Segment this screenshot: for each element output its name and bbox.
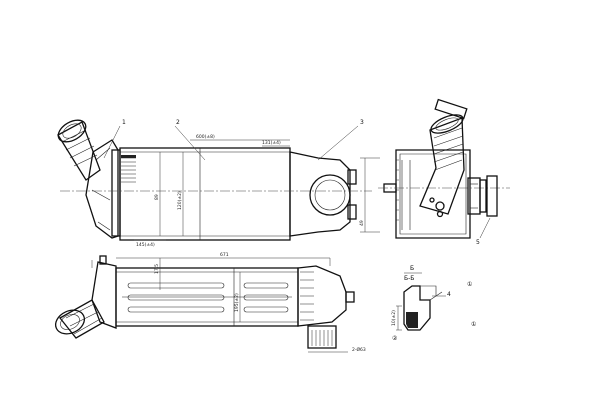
dim-height-main: 120(±2): [177, 191, 183, 210]
section-detail: [396, 272, 446, 331]
section-mark: Б: [410, 265, 414, 272]
callout-3: 3: [360, 119, 364, 126]
dim-core-width-upper: 131(±4): [262, 140, 281, 146]
callout-1: 1: [122, 119, 126, 126]
dim-outlet: 2-Ø63: [352, 346, 366, 353]
side-view: [378, 98, 510, 239]
dim-bottom-height: 195(±2): [234, 293, 240, 312]
note-circle-b: ①: [471, 321, 476, 328]
bottom-view: [54, 255, 355, 353]
section-label: Б-Б: [404, 275, 414, 282]
dim-right: 49: [359, 220, 365, 226]
dim-top-length: 600(±8): [196, 134, 215, 140]
top-view: [57, 119, 380, 241]
dim-seal-height: 10(±2): [391, 310, 397, 326]
callout-2: 2: [176, 119, 180, 126]
dim-height-small: 89: [154, 194, 160, 200]
callout-5: 5: [476, 239, 480, 246]
left-fin-hatch: [121, 155, 136, 183]
dim-overall-length: 671: [220, 252, 229, 258]
dim-bottom-small: 17.5: [154, 264, 160, 274]
note-circle-a: ①: [467, 281, 472, 288]
note-circle-c: ②: [392, 335, 398, 342]
callout-4: 4: [447, 291, 451, 298]
dim-core-width-lower: 145(±4): [136, 242, 155, 248]
